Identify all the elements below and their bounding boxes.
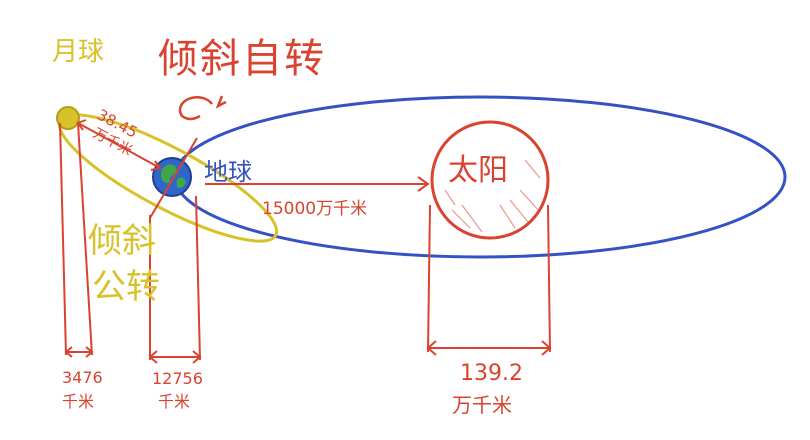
moon-diameter-unit: 千米 [62,392,94,411]
dimension-lines [59,122,551,361]
tilted-revolution-label-line1: 倾斜 [88,221,156,261]
tilted-rotation-label: 倾斜自转 [158,36,326,82]
sun-hatching [444,159,541,233]
earth-axis-line [149,137,198,219]
earth-sun-distance-arrow [205,176,430,192]
sun-diameter-unit: 万千米 [452,393,512,417]
sun-diameter-value: 139.2 [460,361,523,386]
earth-diameter-value: 12756 [152,369,203,388]
sun-diameter-arrow [426,340,552,356]
moon-diameter-value: 3476 [62,368,103,387]
earth-sun-distance-label: 15000万千米 [262,199,367,219]
curved-arrow-icon [178,95,227,121]
tilted-revolution-label-line2: 公转 [92,267,160,307]
sun-label: 太阳 [448,153,508,188]
earth-label: 地球 [204,158,252,186]
earth-land [160,164,186,189]
earth-globe [152,157,192,197]
moon-diameter-arrow [64,346,94,358]
earth-diameter-unit: 千米 [158,392,190,411]
moon-label: 月球 [52,37,104,67]
earth-diameter-arrow [148,350,202,364]
sun-circle [430,120,550,240]
moon-circle [56,106,80,130]
